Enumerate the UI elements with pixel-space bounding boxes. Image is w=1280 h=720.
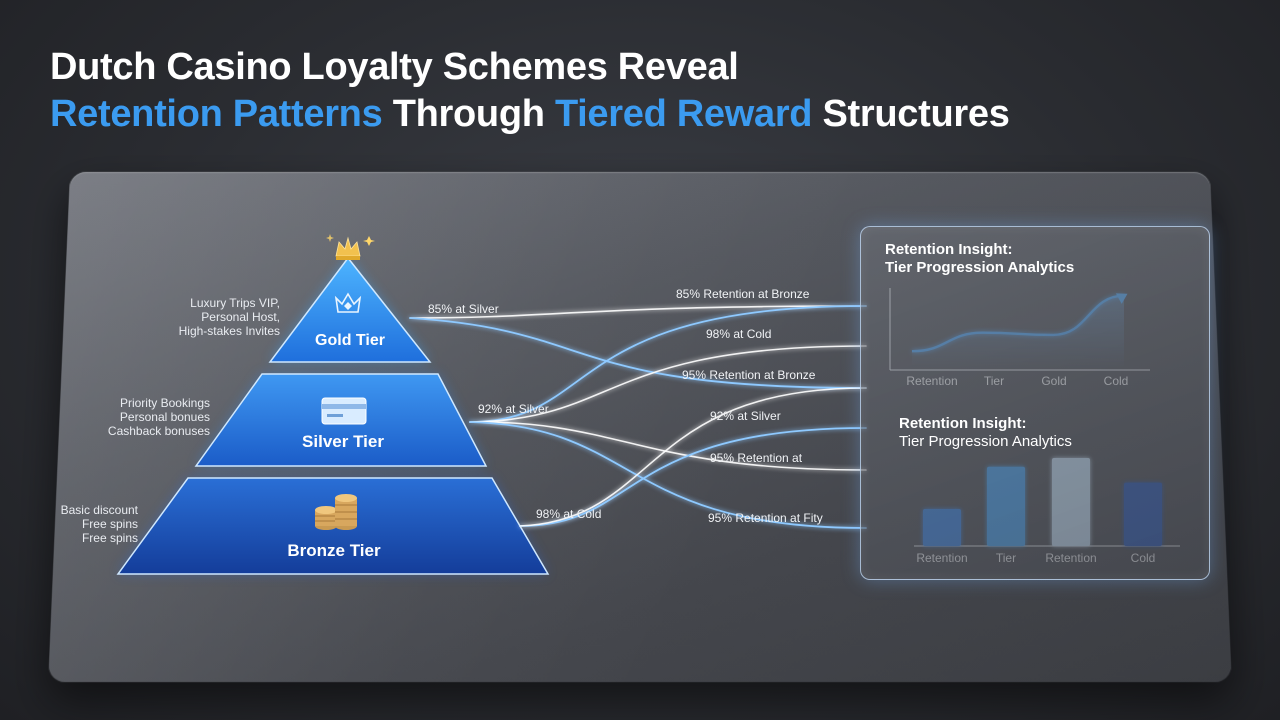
coins-icon [315, 494, 357, 530]
silver-tier-benefits: Priority Bookings Personal bonues Cashba… [90, 396, 210, 438]
gold-tier-label: Gold Tier [315, 332, 385, 349]
crown-icon [326, 234, 375, 260]
benefit-item: Free spins [81, 517, 138, 531]
flow-line [519, 427, 867, 527]
card-icon [321, 397, 367, 425]
benefit-item: Free spins [81, 531, 138, 545]
flow-label: 98% at Cold [536, 507, 602, 521]
benefit-item: Priority Bookings [119, 396, 210, 410]
flow-line [409, 317, 867, 389]
bar-chart-title-line-1: Retention Insight: [899, 415, 1027, 432]
bronze-tier-benefits: Basic discount Free spins Free spins [30, 503, 138, 545]
headline-plain-2: Structures [822, 93, 1010, 135]
benefit-item: Personal Host, [201, 310, 280, 324]
silver-tier-label: Silver Tier [302, 432, 384, 451]
benefit-item: Personal bonues [119, 410, 210, 424]
benefit-item: High-stakes Invites [178, 324, 280, 338]
flow-line [469, 421, 867, 529]
flow-line [469, 345, 867, 423]
bar-chart-title-line-2: Tier Progression Analytics [899, 433, 1072, 450]
flow-label: 95% Retention at [710, 451, 803, 465]
line-chart-title-line-2: Tier Progression Analytics [885, 259, 1075, 276]
flow-line [409, 305, 867, 319]
line-chart-title-line-1: Retention Insight: [885, 241, 1013, 258]
bronze-tier-label: Bronze Tier [287, 541, 381, 560]
flow-line [469, 421, 867, 471]
headline-line-2: Retention Patterns Through Tiered Reward… [50, 91, 1010, 138]
flow-line [469, 305, 867, 423]
headline: Dutch Casino Loyalty Schemes Reveal Rete… [50, 44, 1010, 138]
flow-line [519, 387, 867, 527]
flow-label: 85% Retention at Bronze [676, 287, 810, 301]
flow-label: 85% at Silver [428, 302, 499, 316]
flow-label: 95% Retention at Fity [708, 511, 823, 525]
analytics-panel: Retention Insight: Tier Progression Anal… [860, 226, 1210, 580]
gold-tier-benefits: Luxury Trips VIP, Personal Host, High-st… [150, 296, 280, 338]
bar-chart-title: Retention Insight: Tier Progression Anal… [899, 415, 1072, 451]
headline-line-1: Dutch Casino Loyalty Schemes Reveal [50, 46, 739, 88]
flow-lines [409, 305, 867, 529]
benefit-item: Luxury Trips VIP, [190, 296, 280, 310]
headline-plain-1: Through [392, 93, 545, 135]
flow-label: 98% at Cold [706, 327, 772, 341]
gold-tier [268, 256, 432, 363]
line-chart-title: Retention Insight: Tier Progression Anal… [885, 241, 1074, 277]
headline-accent-2: Tiered Reward [554, 93, 813, 135]
diamond-crown-icon [334, 292, 362, 313]
headline-accent-1: Retention Patterns [50, 93, 383, 135]
benefit-item: Basic discount [60, 503, 138, 517]
flow-label: 92% at Silver [710, 409, 781, 423]
flow-label: 92% at Silver [478, 402, 549, 416]
benefit-item: Cashback bonuses [107, 424, 210, 438]
flow-label: 95% Retention at Bronze [682, 368, 816, 382]
